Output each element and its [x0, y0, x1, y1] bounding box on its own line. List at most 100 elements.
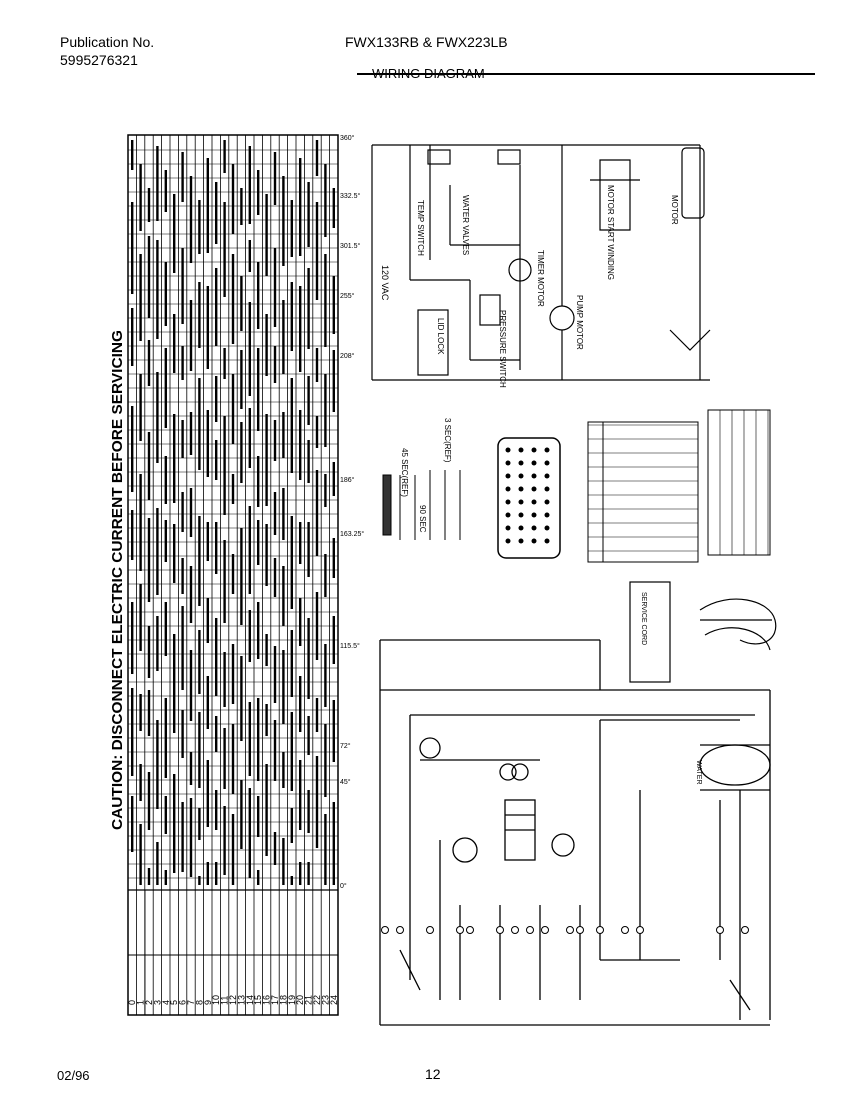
chart-row-label: 16 [262, 995, 272, 1005]
chart-row-label: 10 [211, 995, 221, 1005]
timer-face-dot [505, 447, 511, 453]
label-water-motor: WATER [695, 760, 702, 785]
chart-row-label: 21 [304, 995, 314, 1005]
terminal [621, 926, 629, 934]
timing-labels: 45 SEC(REF) 90 SEC 3 SEC(REF) [400, 418, 452, 533]
label-motor-start-winding: MOTOR START WINDING [606, 185, 615, 280]
chart-row-label: 20 [295, 995, 305, 1005]
chart-angle-label: 0° [340, 882, 347, 890]
terminal [381, 926, 389, 934]
chart-row-label: 18 [278, 995, 288, 1005]
terminal [596, 926, 604, 934]
chart-row-label: 0 [127, 1000, 137, 1005]
chart-row-label: 3 [152, 1000, 162, 1005]
timing-insert [382, 470, 461, 540]
timer-face-dot [518, 525, 524, 531]
timing-chart [127, 134, 339, 1016]
timer-face-dot [505, 525, 511, 531]
terminal [496, 926, 504, 934]
label-temp-switch: TEMP SWITCH [416, 200, 425, 256]
terminal [456, 926, 464, 934]
terminal [396, 926, 404, 934]
chart-row-label: 22 [312, 995, 322, 1005]
timer-face-dot [544, 486, 550, 492]
chart-angle-label: 163.25° [340, 530, 364, 538]
timer-face-dot [518, 538, 524, 544]
label-motor: MOTOR [670, 195, 679, 225]
chart-angle-label: 332.5° [340, 192, 361, 200]
timer-face-dot [531, 447, 537, 453]
chart-row-label: 7 [186, 1000, 196, 1005]
terminal [511, 926, 519, 934]
timer-face-dot [518, 447, 524, 453]
chart-row-label: 11 [220, 996, 230, 1005]
timer-face-dot [505, 486, 511, 492]
terminal [566, 926, 574, 934]
label-lid-lock: LID LOCK [436, 318, 445, 355]
timer-face-block [497, 437, 561, 559]
timer-face-dot [518, 460, 524, 466]
label-pump-motor: PUMP MOTOR [575, 295, 584, 350]
chart-row-label: 6 [178, 1000, 188, 1005]
timer-face-dot [518, 473, 524, 479]
label-service-cord: SERVICE CORD [640, 592, 647, 645]
legend-tables [587, 409, 771, 563]
timing-45sec: 45 SEC(REF) [400, 448, 409, 497]
chart-angle-label: 186° [340, 476, 355, 484]
timer-face-dot [544, 499, 550, 505]
terminal [576, 926, 584, 934]
timer-face-dot [544, 460, 550, 466]
chart-angle-label: 301.5° [340, 242, 361, 250]
timer-face-dot [544, 473, 550, 479]
label-pressure-switch: PRESSURE SWITCH [498, 310, 507, 388]
page-number: 12 [425, 1066, 441, 1082]
chart-row-label: 12 [228, 995, 238, 1005]
chart-angle-label: 255° [340, 292, 355, 300]
terminal [466, 926, 474, 934]
timer-face-dot [531, 538, 537, 544]
terminal [741, 926, 749, 934]
chart-row-label: 9 [203, 1000, 213, 1005]
timer-face-dot [531, 460, 537, 466]
timer-face-dot [531, 512, 537, 518]
timer-face-dot [505, 512, 511, 518]
chart-row-label: 13 [236, 995, 246, 1005]
timer-face-dot [518, 486, 524, 492]
label-timer-motor: TIMER MOTOR [536, 250, 545, 307]
chart-angle-label: 72° [340, 742, 351, 750]
page-date: 02/96 [57, 1068, 90, 1083]
label-water-valves: WATER VALVES [461, 195, 470, 255]
chart-angle-label: 208° [340, 352, 355, 360]
chart-row-label: 2 [144, 1000, 154, 1005]
upper-schematic [371, 144, 711, 381]
timer-face-dot [518, 499, 524, 505]
model-title: FWX133RB & FWX223LB [345, 34, 508, 50]
timer-face-dot [544, 538, 550, 544]
chart-row-label: 24 [329, 995, 339, 1005]
chart-row-label: 17 [270, 995, 280, 1005]
timer-face-dot [531, 499, 537, 505]
chart-angle-label: 45° [340, 778, 351, 786]
lower-schematic [379, 639, 771, 1026]
publication-label: Publication No. [60, 34, 155, 50]
timer-face-dot [544, 512, 550, 518]
chart-row-label: 14 [245, 995, 255, 1005]
terminal [426, 926, 434, 934]
timer-face-dot [531, 525, 537, 531]
header-rule [357, 73, 815, 75]
timer-face-dot [505, 473, 511, 479]
timing-3sec: 3 SEC(REF) [443, 418, 452, 463]
terminal [526, 926, 534, 934]
chart-row-label: 5 [169, 1000, 179, 1005]
caution-text: CAUTION: DISCONNECT ELECTRIC CURRENT BEF… [109, 330, 126, 830]
chart-row-label: 8 [194, 1000, 204, 1005]
timer-face-dot [531, 486, 537, 492]
upper-labels: WATER VALVES TEMP SWITCH TIMER MOTOR PRE… [380, 185, 679, 388]
chart-row-label: 4 [161, 1000, 171, 1005]
timer-face-dot [518, 512, 524, 518]
timer-face-dot [505, 499, 511, 505]
chart-angle-labels: 360°332.5°301.5°255°208°186°163.25°115.5… [340, 134, 364, 890]
service-cord [629, 581, 777, 683]
publication-number: 5995276321 [60, 52, 138, 68]
